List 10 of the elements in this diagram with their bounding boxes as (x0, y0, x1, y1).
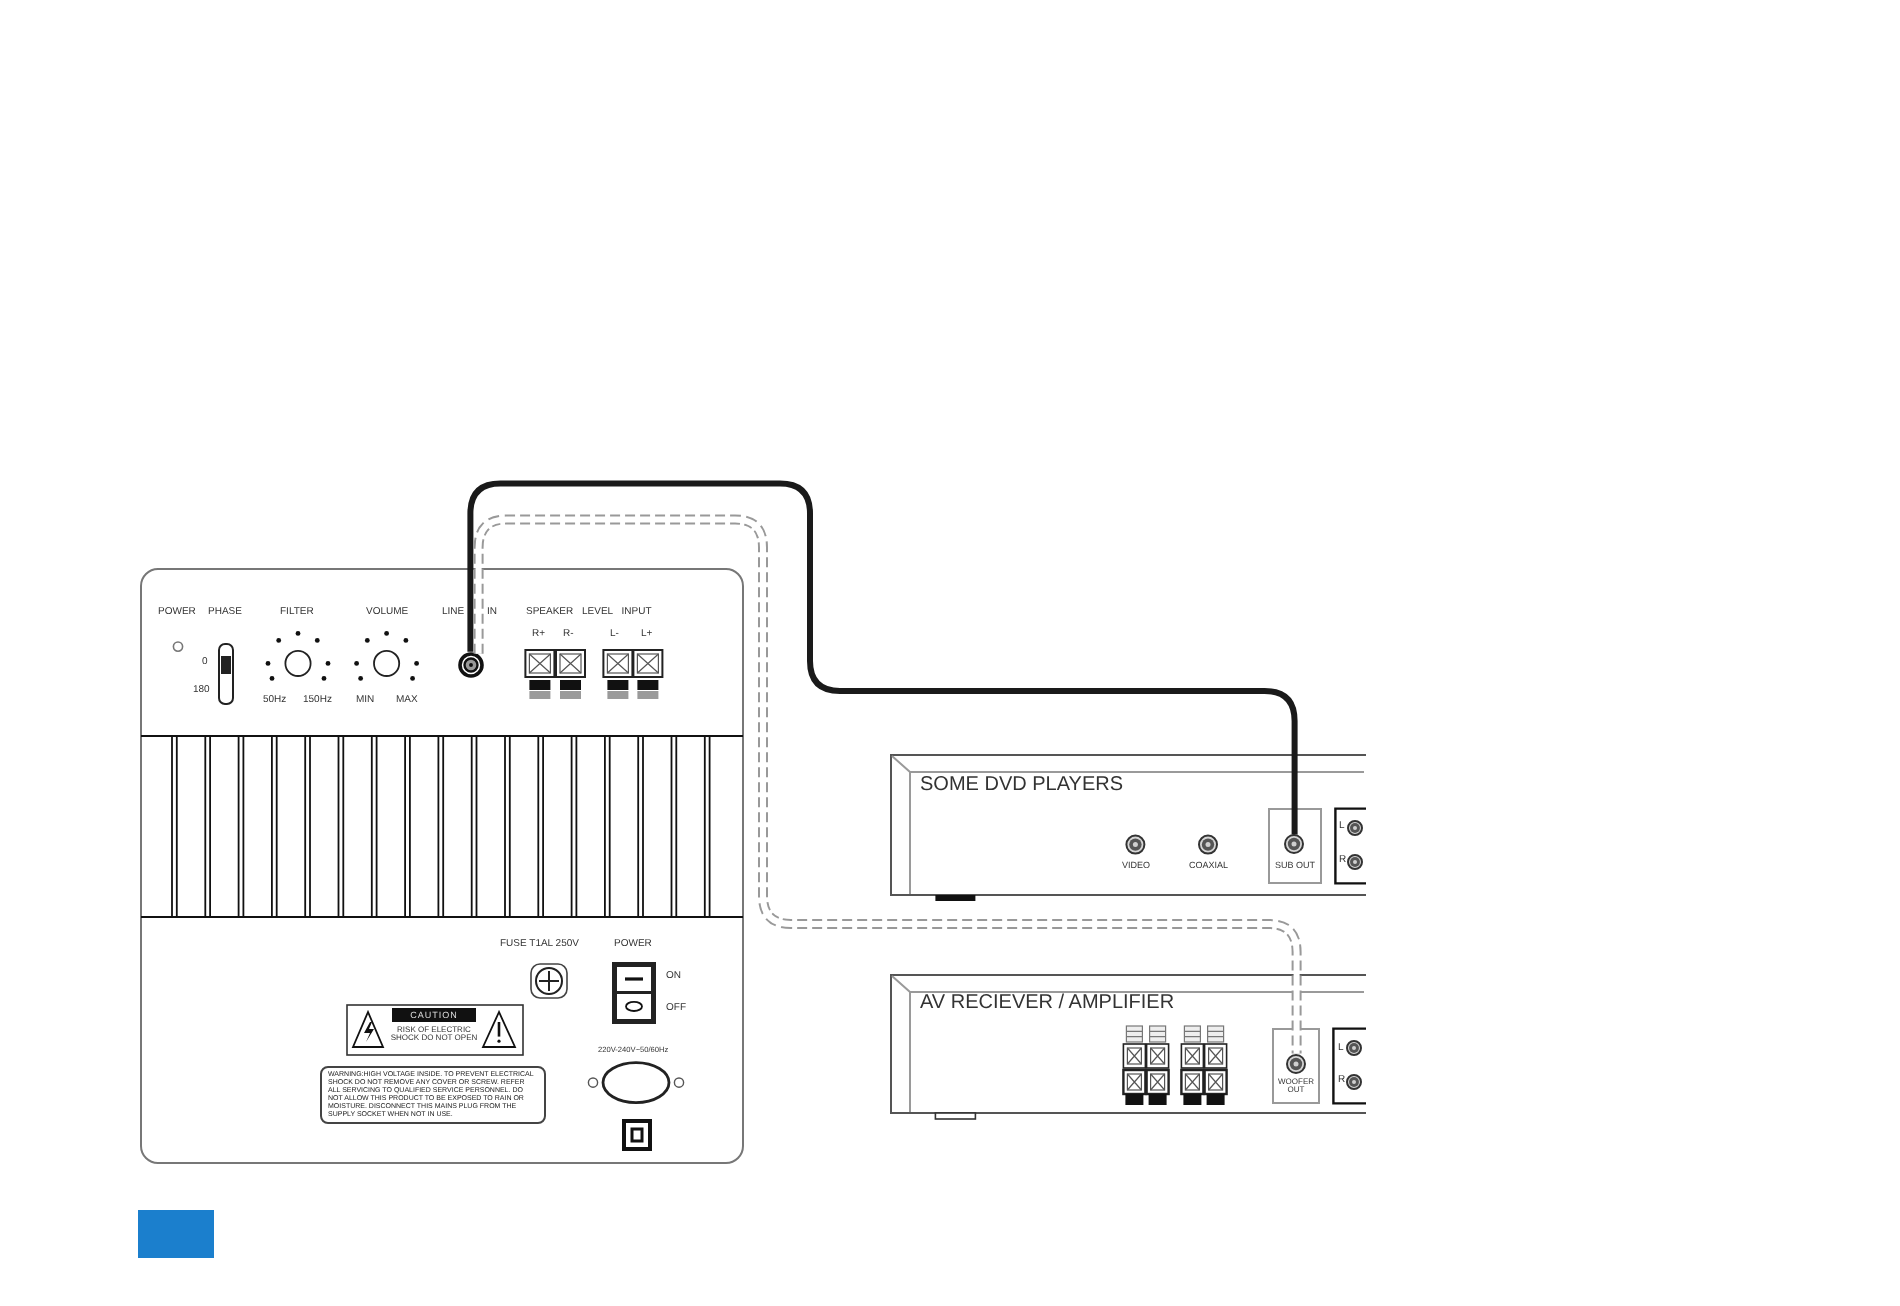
device-title: AV RECIEVER / AMPLIFIER (920, 993, 1175, 1014)
cable-line (467, 480, 1298, 835)
rca-jack-icon (458, 651, 485, 678)
dvd-player-rear-panel (890, 754, 1366, 896)
rca-jack-icon (1286, 1053, 1307, 1074)
device-title: SOME DVD PLAYERS (920, 776, 1124, 796)
output-jack-panel (1268, 808, 1322, 884)
rca-jack-icon (1284, 834, 1305, 855)
output-jack-panel (1272, 1028, 1320, 1104)
dashed-cable-line (473, 514, 1302, 1054)
